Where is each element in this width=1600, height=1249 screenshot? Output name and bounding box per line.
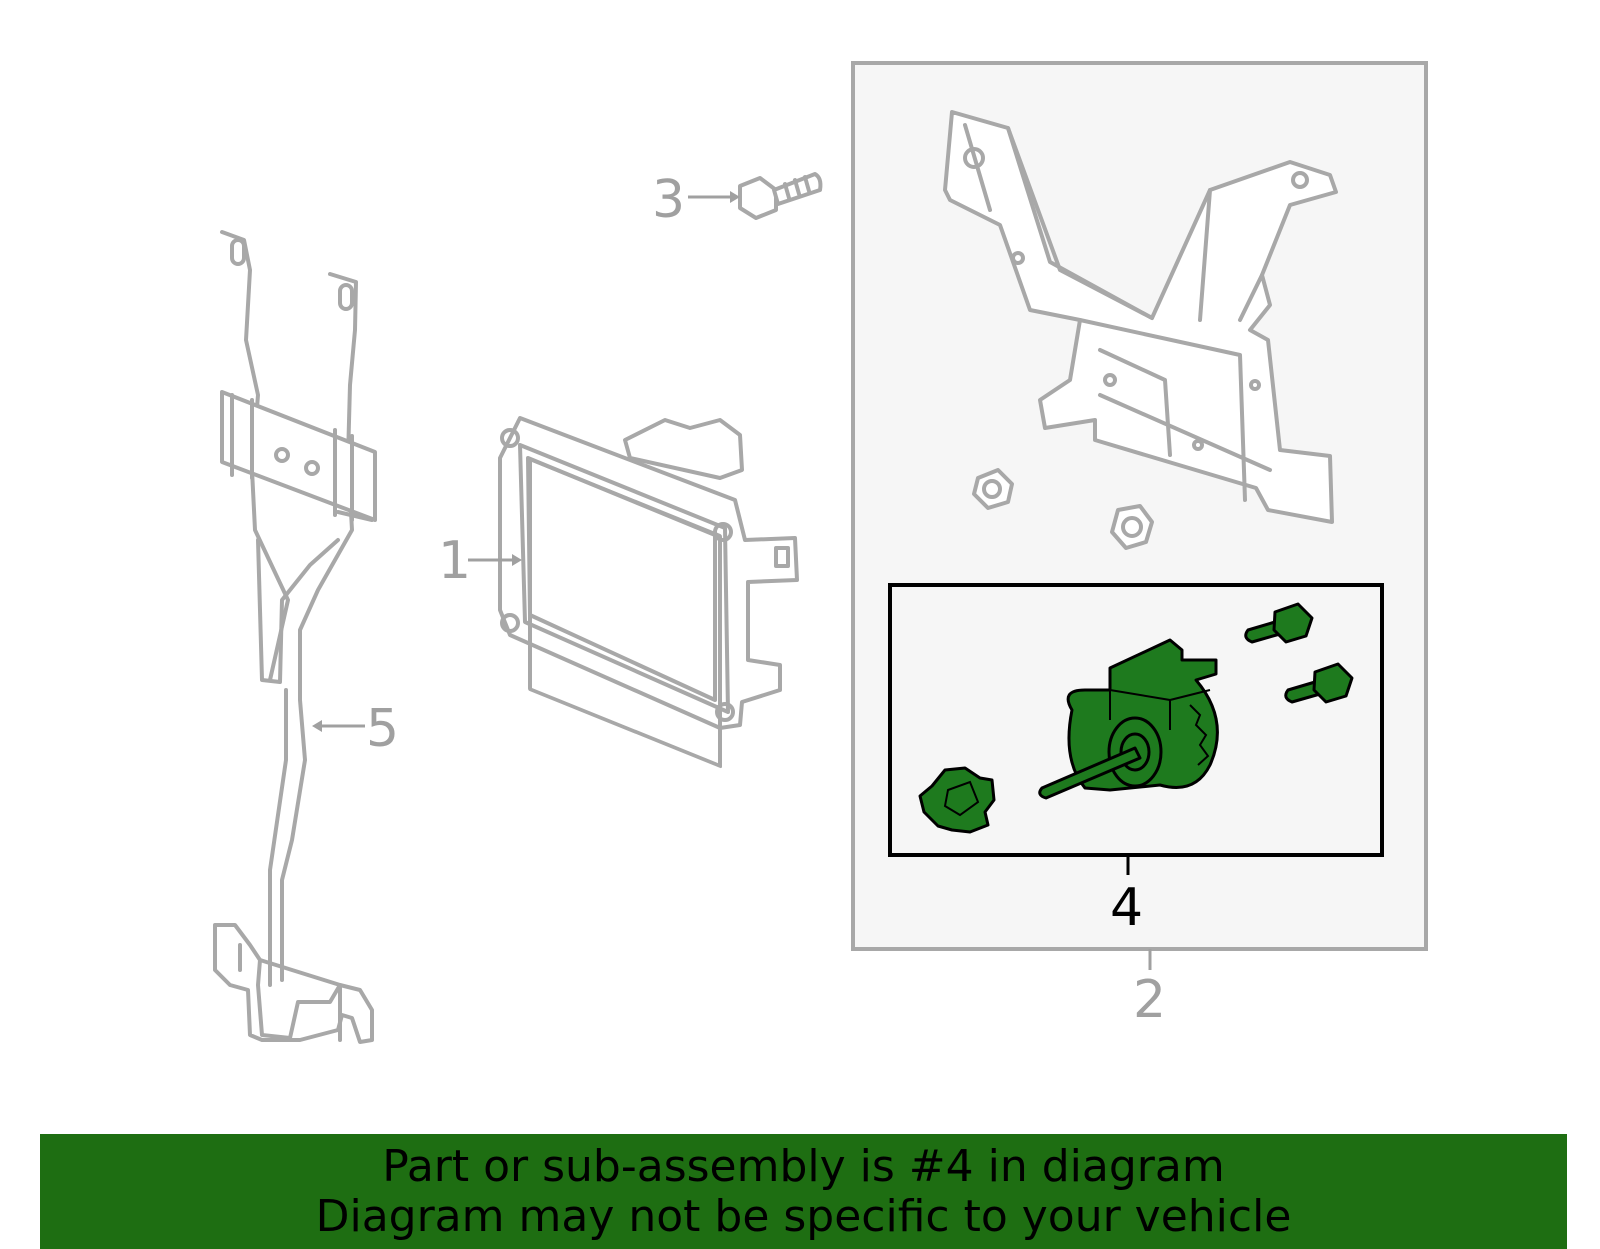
info-banner: Part or sub-assembly is #4 in diagram Di… <box>40 1134 1567 1249</box>
callout-1: 1 <box>438 531 471 591</box>
nut-2 <box>1110 504 1154 550</box>
callout-4: 4 <box>1110 878 1143 938</box>
nut-1 <box>972 468 1014 510</box>
banner-line-1: Part or sub-assembly is #4 in diagram <box>382 1141 1225 1192</box>
motor-actuator <box>1038 638 1219 800</box>
parts-diagram: 1 2 3 4 5 <box>213 61 1428 1044</box>
screw-2 <box>1284 662 1354 704</box>
callout-5: 5 <box>366 699 399 759</box>
callout-3: 3 <box>652 170 685 230</box>
banner-line-2: Diagram may not be specific to your vehi… <box>315 1191 1292 1242</box>
callout-2: 2 <box>1133 970 1166 1030</box>
harness-5 <box>213 230 377 1044</box>
bolt-3 <box>738 172 823 220</box>
clip-nut <box>918 766 996 834</box>
bracket-drawing <box>943 110 1338 550</box>
screw-1 <box>1244 602 1314 644</box>
module-1 <box>498 416 799 769</box>
